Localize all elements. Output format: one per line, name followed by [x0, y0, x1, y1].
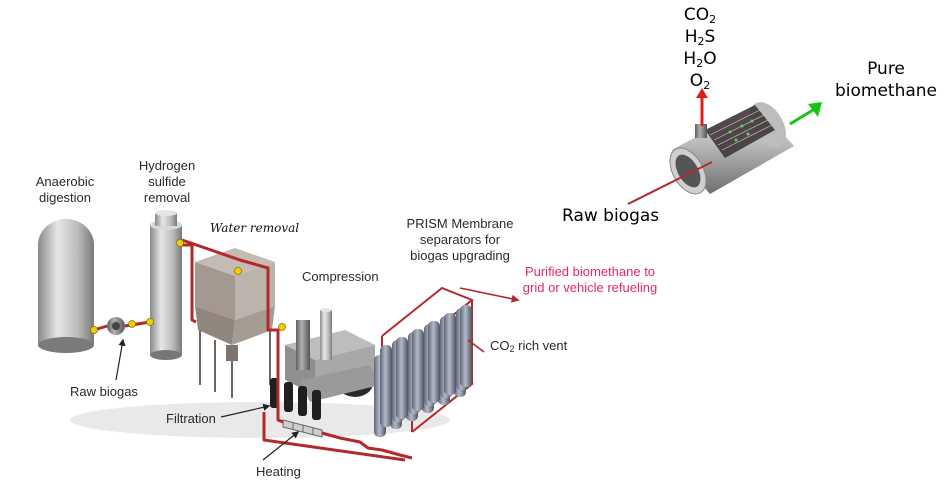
permeate-gases-list: CO2 H2S H2O O2: [668, 4, 732, 92]
gas-h2o: H2O: [683, 49, 717, 70]
raw-biogas-label: Raw biogas: [70, 384, 138, 399]
purified-biomethane-label: Purified biomethane to grid or vehicle r…: [522, 264, 658, 295]
permeate-arrow-head: [696, 88, 708, 98]
heating-label: Heating: [256, 464, 301, 479]
prism-membrane-separators: [374, 305, 472, 437]
gas-co2: CO2: [683, 5, 717, 26]
process-piping: [93, 238, 413, 462]
compression-skid: [285, 308, 380, 402]
co2-vent-line: [467, 339, 485, 353]
gas-h2s: H2S: [684, 27, 716, 48]
pure-biomethane-label: Pure biomethane: [834, 59, 938, 101]
raw-biogas-callout-arrow: [115, 338, 126, 381]
blower: [107, 317, 125, 335]
h2s-removal-label: Hydrogen sulfide removal: [138, 158, 196, 205]
product-arrow-head: [808, 102, 822, 117]
product-arrow: [789, 108, 814, 126]
ground-shadow: [70, 402, 450, 438]
prism-membrane-label: PRISM Membrane separators for biogas upg…: [406, 216, 514, 263]
pipe-fittings: [90, 239, 286, 334]
anaerobic-digester-tank: [38, 219, 94, 353]
membrane-module-detail: [627, 88, 822, 205]
anaerobic-digestion-label: Anaerobic digestion: [35, 174, 95, 205]
raw-biogas-inlet-line: [627, 161, 713, 205]
compression-label: Compression: [302, 269, 379, 284]
heater: [282, 419, 323, 438]
detail-raw-biogas-label: Raw biogas: [562, 206, 660, 226]
purified-output-line: [459, 287, 520, 303]
gas-o2: O2: [689, 71, 711, 92]
water-removal-unit: [195, 248, 275, 398]
filtration-callout-arrow: [220, 403, 271, 418]
co2-rich-vent-label: CO2 rich vent: [490, 338, 568, 354]
heating-callout-arrow: [262, 431, 300, 461]
filtration-label: Filtration: [166, 411, 216, 426]
water-removal-label: Water removal: [210, 221, 300, 235]
h2s-removal-column: [150, 210, 182, 360]
